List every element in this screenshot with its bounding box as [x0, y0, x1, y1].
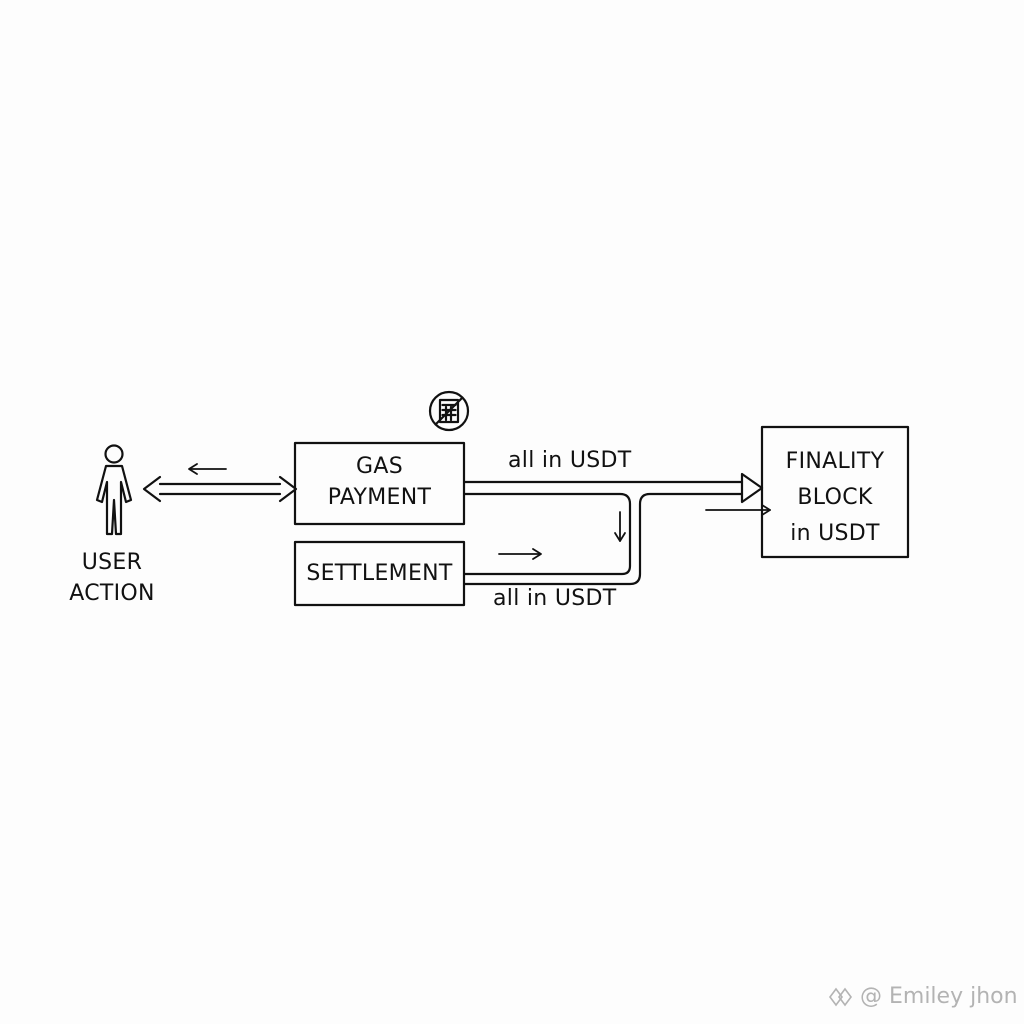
finality-block-label: FINALITY BLOCK in USDT: [762, 444, 908, 552]
user-gas-double-arrow: [142, 475, 298, 503]
user-label-line1: USER: [81, 550, 143, 575]
small-left-arrow: [188, 463, 227, 475]
gas-payment-label: GAS PAYMENT: [295, 451, 464, 513]
person-icon: [95, 444, 133, 536]
small-right-arrow: [498, 548, 542, 560]
small-down-arrow: [614, 511, 626, 542]
finality-label-line2: BLOCK: [797, 485, 873, 510]
gas-label-line1: GAS: [356, 454, 403, 479]
gas-payment-box: [293, 441, 466, 526]
diamond-logo-icon: [829, 987, 852, 1006]
settlement-label: SETTLEMENT: [306, 561, 453, 586]
no-calculator-icon: [428, 390, 470, 432]
gas-label-line2: PAYMENT: [327, 485, 432, 510]
top-edge-label: all in USDT: [508, 448, 632, 473]
bottom-edge-label: all in USDT: [493, 586, 617, 611]
finality-right-arrow: [705, 504, 771, 516]
gas-to-finality-pipe: [463, 472, 764, 586]
settlement-box: [293, 540, 466, 607]
finality-block-box: [760, 425, 910, 559]
finality-label-line3: in USDT: [790, 521, 880, 546]
watermark: @ Emiley jhon: [828, 984, 1018, 1009]
user-label-line2: ACTION: [69, 581, 155, 606]
user-action-label: USER ACTION: [62, 547, 162, 609]
finality-label-line1: FINALITY: [785, 449, 885, 474]
watermark-text: @ Emiley jhon: [860, 984, 1018, 1009]
